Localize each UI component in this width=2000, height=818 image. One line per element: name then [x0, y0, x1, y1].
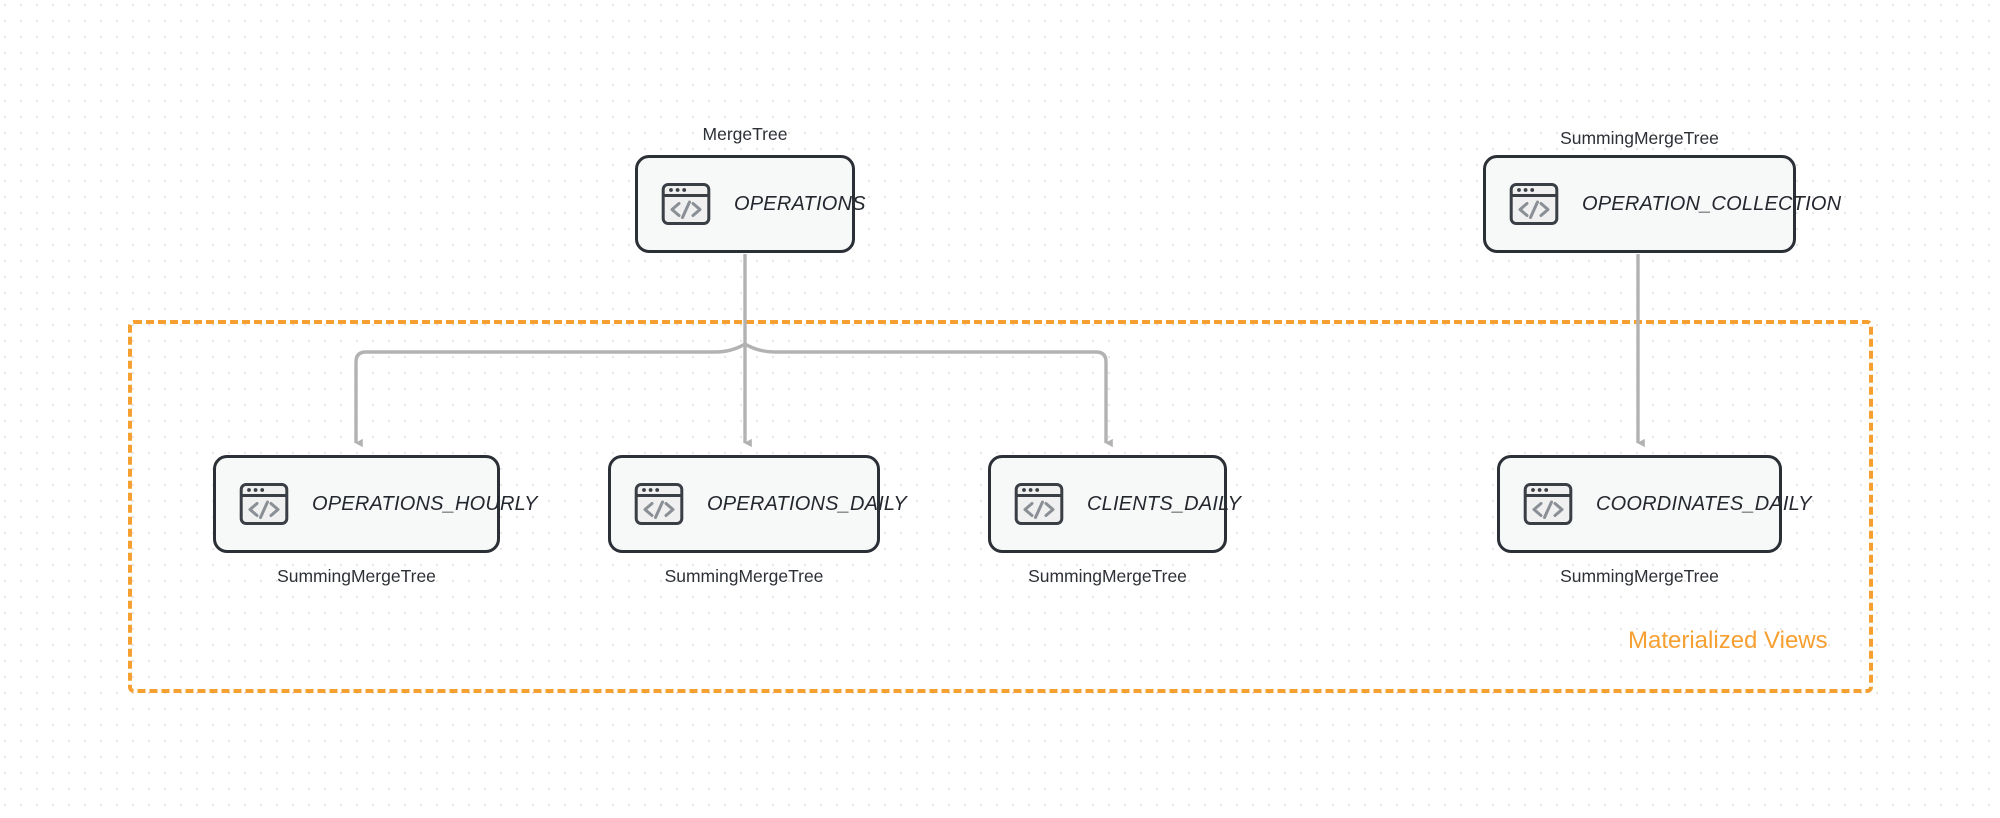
node-clients-daily[interactable]: CLIENTS_DAILY: [988, 455, 1241, 553]
node-operation-collection[interactable]: OPERATION_COLLECTION: [1483, 155, 1841, 253]
code-window-icon: [239, 483, 289, 525]
caption-operations: MergeTree: [702, 124, 788, 144]
node-coordinates-daily[interactable]: COORDINATES_DAILY: [1497, 455, 1811, 553]
node-operations-daily[interactable]: OPERATIONS_DAILY: [608, 455, 907, 553]
caption-coordinates-daily: SummingMergeTree: [1560, 566, 1719, 586]
node-operations-hourly-label: OPERATIONS_HOURLY: [312, 492, 538, 515]
caption-operations-hourly: SummingMergeTree: [277, 566, 436, 586]
node-operations[interactable]: OPERATIONS: [635, 155, 865, 253]
materialized-views-group-label: Materialized Views: [1628, 627, 1828, 654]
materialized-views-group: [128, 320, 1873, 693]
code-window-icon: [634, 483, 684, 525]
caption-operations-daily: SummingMergeTree: [664, 566, 824, 586]
node-coordinates-daily-label: COORDINATES_DAILY: [1596, 492, 1812, 515]
node-clients-daily-label: CLIENTS_DAILY: [1087, 492, 1242, 515]
node-operations-daily-label: OPERATIONS_DAILY: [707, 492, 907, 515]
node-operations-label: OPERATIONS: [734, 192, 866, 215]
code-window-icon: [1509, 183, 1559, 225]
node-operations-hourly[interactable]: OPERATIONS_HOURLY: [213, 455, 537, 553]
caption-operation-collection: SummingMergeTree: [1560, 128, 1719, 148]
code-window-icon: [1014, 483, 1064, 525]
code-window-icon: [661, 183, 711, 225]
caption-clients-daily: SummingMergeTree: [1028, 566, 1187, 586]
code-window-icon: [1523, 483, 1573, 525]
node-operation-collection-label: OPERATION_COLLECTION: [1582, 192, 1842, 215]
